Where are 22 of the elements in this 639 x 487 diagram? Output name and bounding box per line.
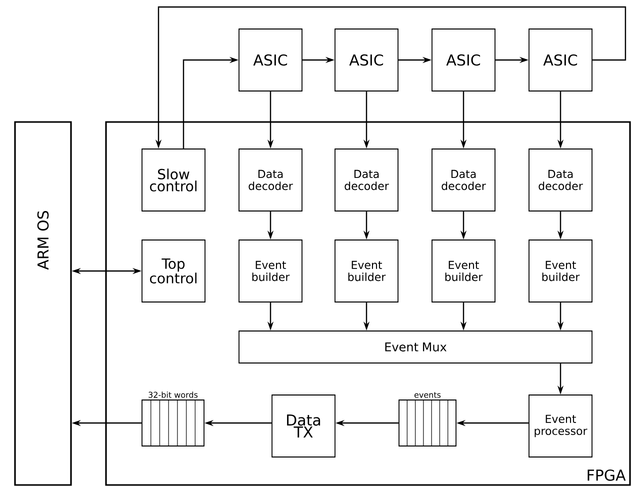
- builder-box: Event builder: [432, 240, 496, 302]
- mux-box: Event Mux: [238, 330, 592, 364]
- node-label: events: [414, 392, 441, 398]
- builder-box: Event builder: [528, 240, 592, 302]
- asic-box: ASIC: [432, 28, 496, 92]
- asic-box: ASIC: [334, 28, 398, 92]
- decoder-box: Data decoder: [334, 148, 398, 212]
- asic-box: ASIC: [528, 28, 592, 92]
- fifo-buffer: events: [398, 392, 456, 446]
- control-box: Top control: [142, 240, 206, 302]
- fifo-buffer: 32-bit words: [142, 392, 204, 446]
- builder-box: Event builder: [238, 240, 302, 302]
- decoder-box: Data decoder: [528, 148, 592, 212]
- decoder-box: Data decoder: [238, 148, 302, 212]
- arm-box: ARM OS: [14, 121, 72, 486]
- control-box: Slow control: [142, 148, 206, 212]
- builder-box: Event builder: [334, 240, 398, 302]
- node-label: 32-bit words: [148, 392, 198, 398]
- processor-box: Event processor: [528, 394, 592, 458]
- tx-box: Data TX: [272, 394, 336, 458]
- asic-box: ASIC: [238, 28, 302, 92]
- decoder-box: Data decoder: [432, 148, 496, 212]
